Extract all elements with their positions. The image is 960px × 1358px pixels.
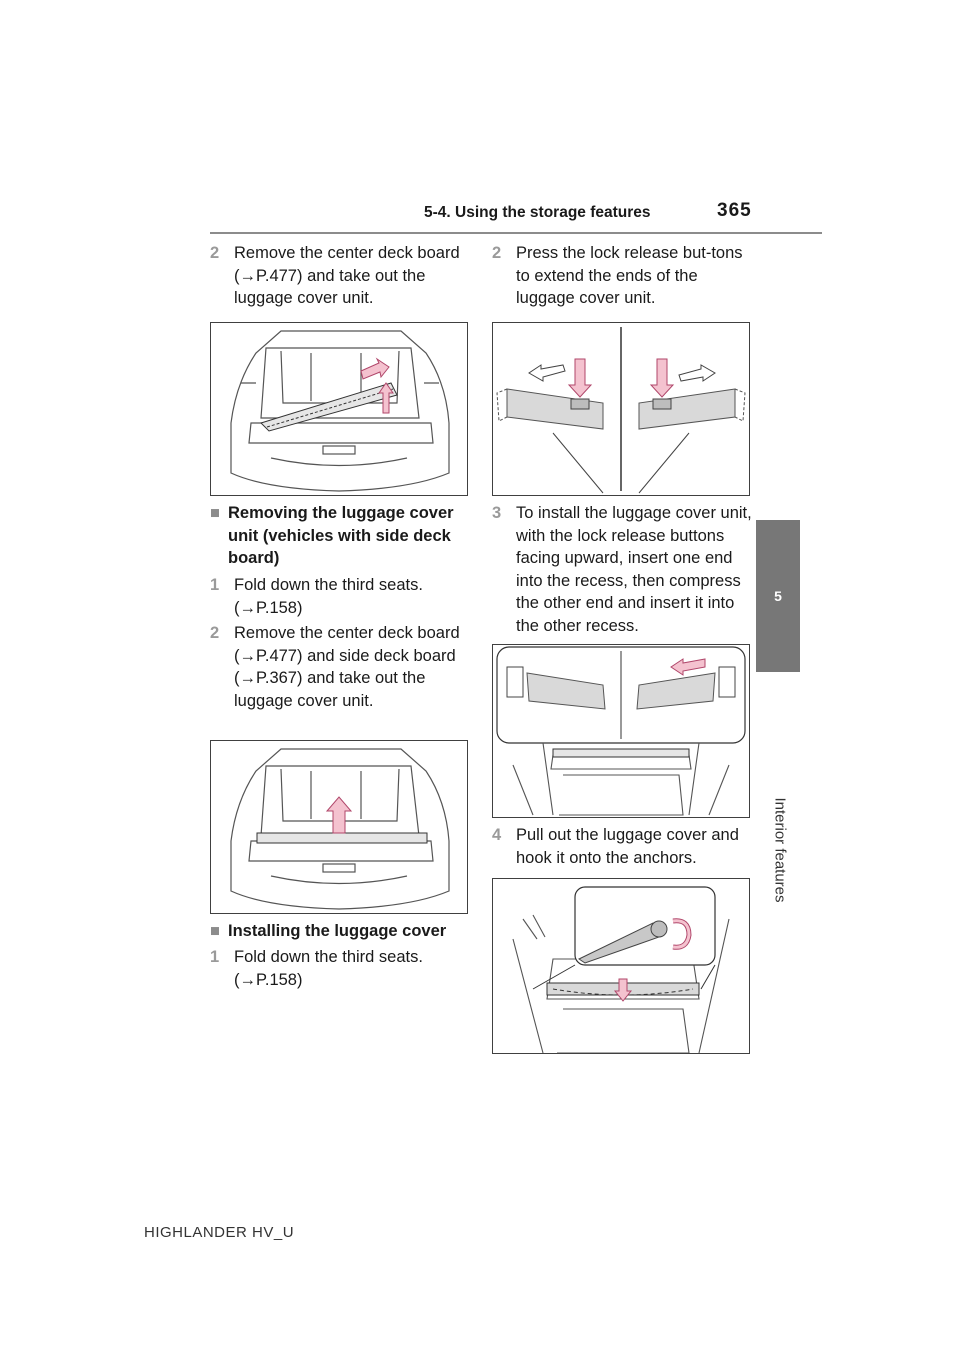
section-title: 5-4. Using the storage features bbox=[424, 204, 651, 221]
step-text: Press the lock release but-tons to exten… bbox=[516, 244, 743, 307]
step-text: Remove the center deck board (→P.477) an… bbox=[234, 244, 460, 307]
heading-removing-cover: ■ Removing the luggage cover unit (vehic… bbox=[210, 502, 472, 570]
lift-out-cover-figure bbox=[210, 740, 468, 914]
heading-text: Installing the luggage cover bbox=[228, 922, 447, 940]
hook-cover-anchors-illustration bbox=[512, 886, 730, 1053]
step-number: 3 bbox=[492, 504, 502, 522]
step-remove-center-deck: 2 Remove the center deck board (→P.477) … bbox=[210, 242, 472, 310]
footer-model: HIGHLANDER HV_U bbox=[144, 1224, 295, 1241]
lock-release-buttons-figure bbox=[492, 322, 750, 496]
step-text: Fold down the third seats. (→P.158) bbox=[234, 948, 423, 989]
hook-cover-anchors-figure bbox=[492, 878, 750, 1054]
step-install-cover-unit: 3 To install the luggage cover unit, wit… bbox=[492, 502, 756, 637]
install-cover-recess-figure bbox=[492, 644, 750, 818]
step-fold-third-seats: 1 Fold down the third seats. (→P.158) bbox=[210, 574, 472, 619]
step-text: Remove the center deck board (→P.477) an… bbox=[234, 624, 460, 710]
lock-release-buttons-illustration bbox=[496, 327, 746, 494]
step-press-lock-release: 2 Press the lock release but-tons to ext… bbox=[492, 242, 754, 310]
heading-text: Removing the luggage cover unit (vehicle… bbox=[228, 504, 454, 567]
step-number: 2 bbox=[492, 244, 502, 262]
header-divider bbox=[210, 232, 822, 234]
chapter-side-label: Interior features bbox=[770, 780, 790, 920]
step-number: 1 bbox=[210, 948, 220, 966]
step-number: 1 bbox=[210, 576, 220, 594]
cargo-remove-cover-figure bbox=[210, 322, 468, 496]
lift-out-cover-illustration bbox=[230, 748, 450, 910]
chapter-label: Interior features bbox=[771, 797, 789, 903]
chapter-tab: 5 bbox=[756, 520, 800, 672]
step-pull-out-cover: 4 Pull out the luggage cover and hook it… bbox=[492, 824, 756, 869]
chapter-number: 5 bbox=[774, 588, 782, 604]
cargo-remove-cover-illustration bbox=[230, 330, 450, 492]
heading-bullet: ■ bbox=[210, 504, 220, 522]
page-number: 365 bbox=[717, 200, 752, 221]
step-text: To install the luggage cover unit, with … bbox=[516, 504, 752, 635]
step-remove-side-deck: 2 Remove the center deck board (→P.477) … bbox=[210, 622, 472, 712]
step-text: Fold down the third seats. (→P.158) bbox=[234, 576, 423, 617]
step-number: 2 bbox=[210, 624, 220, 642]
step-number: 4 bbox=[492, 826, 502, 844]
heading-installing-cover: ■ Installing the luggage cover bbox=[210, 920, 472, 943]
heading-bullet: ■ bbox=[210, 922, 220, 940]
step-fold-third-seats-install: 1 Fold down the third seats. (→P.158) bbox=[210, 946, 472, 991]
step-text: Pull out the luggage cover and hook it o… bbox=[516, 826, 739, 867]
install-cover-recess-illustration bbox=[496, 646, 746, 816]
step-number: 2 bbox=[210, 244, 220, 262]
